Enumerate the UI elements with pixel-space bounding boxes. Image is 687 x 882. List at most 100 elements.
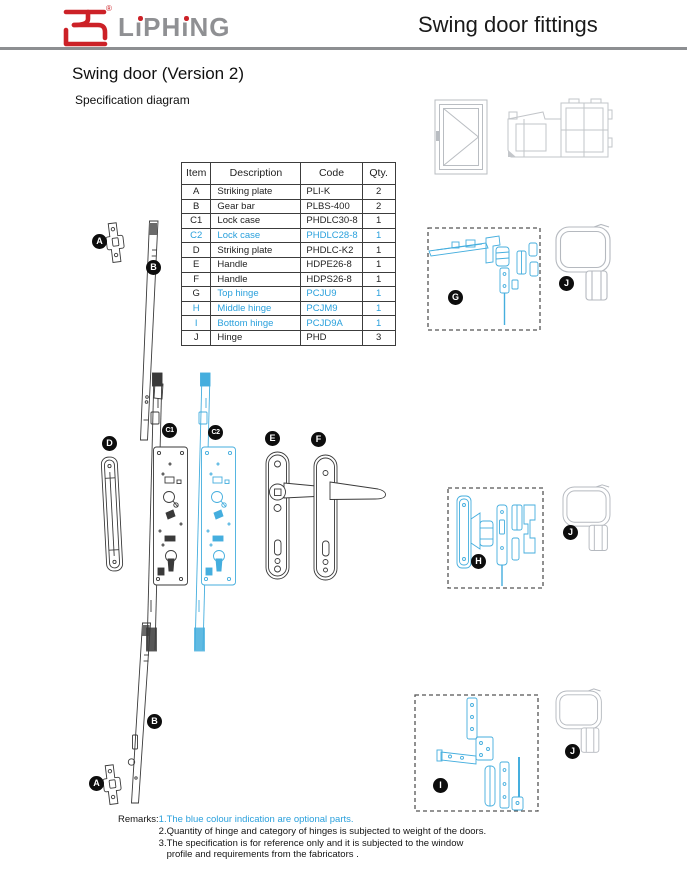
- cell-qty: 2: [361, 198, 396, 215]
- cell-qty: 1: [361, 213, 396, 229]
- window-elevation-drawing: [434, 99, 488, 175]
- handle-f-drawing: [313, 454, 386, 581]
- marker-d: D: [102, 436, 117, 451]
- cell-code: HDPS26-8: [300, 271, 363, 288]
- striking-plate-a-bottom-drawing: [100, 763, 124, 806]
- profile-section-drawing: [507, 98, 613, 158]
- cell-code: PCJD9A: [300, 315, 363, 331]
- cell-item: A: [180, 184, 212, 200]
- gear-bar-lower-drawing: [127, 622, 151, 804]
- striking-plate-a-top-drawing: [103, 221, 127, 264]
- bottom-hinge-exploded-drawing: [436, 697, 524, 811]
- table-header-row: Item Description Code Qty.: [180, 162, 396, 185]
- col-code: Code: [300, 162, 363, 185]
- col-qty: Qty.: [361, 162, 396, 185]
- middle-hinge-box: [447, 487, 544, 589]
- marker-b-lower: B: [147, 714, 162, 729]
- top-hinge-box: [427, 227, 541, 331]
- cell-description: Top hinge: [210, 286, 302, 302]
- gear-bar-upper-drawing: [140, 220, 164, 441]
- remark-item: 3.The specification is for reference onl…: [158, 837, 464, 849]
- hinge-j-middle-drawing: [562, 484, 611, 551]
- marker-j-bottom: J: [565, 744, 580, 759]
- remarks-label: Remarks:: [118, 814, 159, 825]
- cell-item: J: [180, 329, 212, 346]
- marker-a-bottom: A: [89, 776, 104, 791]
- cell-item: C1: [180, 213, 212, 229]
- cell-description: Handle: [210, 271, 302, 288]
- cell-description: Striking plate: [210, 242, 302, 258]
- col-item: Item: [180, 162, 212, 185]
- cell-description: Striking plate: [210, 184, 302, 200]
- marker-c2: C2: [208, 425, 223, 440]
- marker-b-upper: B: [146, 260, 161, 275]
- registered-mark: ®: [106, 4, 112, 13]
- marker-j-top: J: [559, 276, 574, 291]
- cell-code: PHDLC-K2: [300, 242, 363, 258]
- cell-item: H: [180, 300, 212, 317]
- cell-code: PHDLC30-8: [300, 213, 363, 229]
- cell-description: Lock case: [210, 213, 302, 229]
- cell-qty: 1: [361, 315, 396, 331]
- cell-qty: 1: [361, 286, 396, 302]
- cell-description: Handle: [210, 256, 302, 273]
- cell-qty: 2: [361, 184, 396, 200]
- hinge-j-bottom-drawing: [555, 688, 602, 753]
- cell-item: E: [180, 256, 212, 273]
- cell-code: PLBS-400: [300, 198, 363, 215]
- cell-code: PLI-K: [300, 184, 363, 200]
- cell-item: F: [180, 271, 212, 288]
- top-hinge-exploded-drawing: [428, 235, 539, 325]
- lock-case-c1-drawing: [146, 372, 188, 652]
- cell-code: PHDLC28-8: [300, 227, 363, 244]
- cell-qty: 3: [361, 329, 396, 346]
- cell-code: PCJM9: [300, 300, 363, 317]
- page-title: Swing door (Version 2): [72, 64, 244, 83]
- brand-name: LıPHıNG: [118, 8, 231, 46]
- cell-description: Gear bar: [210, 198, 302, 215]
- cell-description: Hinge: [210, 329, 302, 346]
- cell-qty: 1: [361, 242, 396, 258]
- cell-qty: 1: [361, 271, 396, 288]
- marker-g: G: [448, 290, 463, 305]
- marker-a-top: A: [92, 234, 107, 249]
- bottom-hinge-box: [414, 694, 539, 812]
- cell-item: C2: [180, 227, 212, 244]
- striking-plate-d-drawing: [100, 456, 124, 572]
- marker-j-middle: J: [563, 525, 578, 540]
- cell-item: G: [180, 286, 212, 302]
- cell-qty: 1: [361, 256, 396, 273]
- cell-qty: 1: [361, 227, 396, 244]
- cell-description: Lock case: [210, 227, 302, 244]
- marker-h: H: [471, 554, 486, 569]
- cell-code: PHD: [300, 329, 363, 346]
- cell-description: Bottom hinge: [210, 315, 302, 331]
- lock-case-c2-drawing: [194, 372, 236, 652]
- marker-c1: C1: [162, 423, 177, 438]
- remarks-block: Remarks: 1.The blue colour indication ar…: [118, 814, 486, 861]
- cell-description: Middle hinge: [210, 300, 302, 317]
- cell-item: B: [180, 198, 212, 215]
- header-divider: [0, 47, 687, 50]
- cell-code: PCJU9: [300, 286, 363, 302]
- cell-qty: 1: [361, 300, 396, 317]
- cell-item: I: [180, 315, 212, 331]
- remark-item: profile and requirements from the fabric…: [158, 849, 359, 861]
- document-title: Swing door fittings: [418, 12, 598, 37]
- cell-code: HDPE26-8: [300, 256, 363, 273]
- middle-hinge-exploded-drawing: [456, 495, 536, 586]
- cell-item: D: [180, 242, 212, 258]
